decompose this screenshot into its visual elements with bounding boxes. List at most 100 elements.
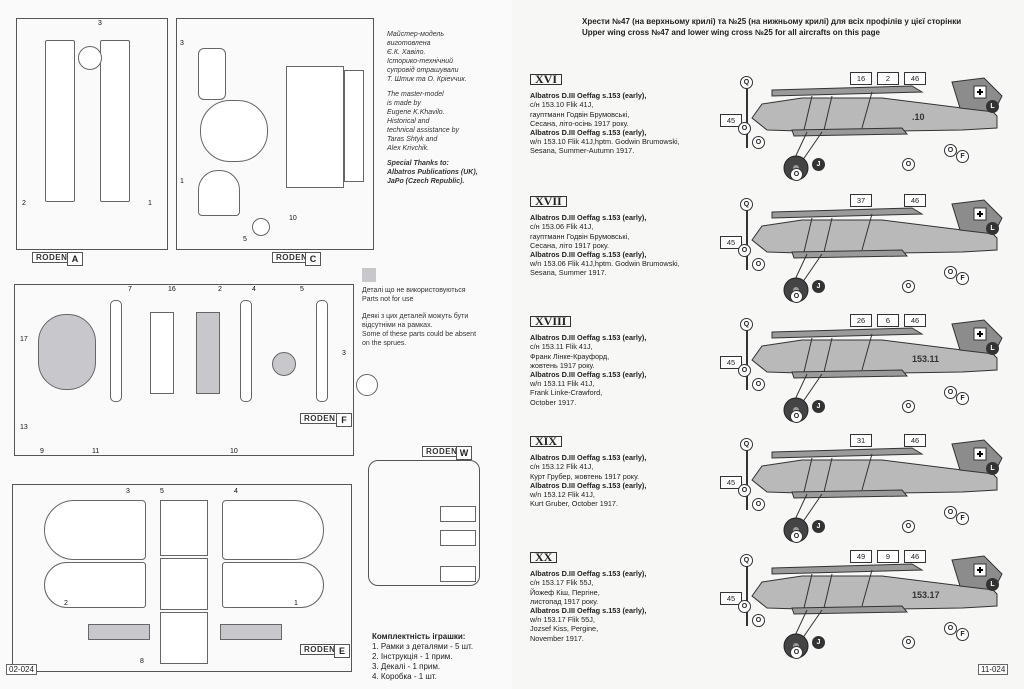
decal-number-tag: 46	[904, 550, 926, 563]
fuselage-part	[160, 500, 208, 556]
sprue-letter-c: C	[305, 252, 321, 266]
profile-text-line: Albatros D.III Oeffag s.153 (early),	[530, 91, 647, 101]
wing-part	[222, 562, 324, 608]
cross-header: Хрести №47 (на верхньому крилі) та №25 (…	[582, 17, 962, 37]
decal-callout: O	[738, 484, 751, 497]
aircraft-profile	[712, 310, 1012, 430]
propeller-part	[316, 300, 328, 402]
decal-callout: O	[790, 646, 803, 659]
decal-callout: F	[956, 392, 969, 405]
page-code-right: 11-024	[978, 664, 1009, 675]
profile-text-line: с/н 153.06 Flik 41J,	[530, 222, 594, 232]
profile-text-line: Сесана, літо-осінь 1917 року.	[530, 118, 629, 128]
decal-callout: O	[738, 122, 751, 135]
profile-text-line: Йожеф Кіш, Пергіне,	[530, 587, 600, 597]
profile-roman-numeral: XVII	[530, 195, 567, 208]
wheel-part	[440, 530, 476, 546]
frame-part	[286, 66, 344, 188]
decal-callout: J	[812, 400, 825, 413]
profile-text-line: с/н 153.11 Flik 41J,	[530, 342, 593, 352]
decal-callout: L	[986, 462, 999, 475]
decal-callout: Q	[740, 76, 753, 89]
profile-text-line: w/n 153.12 Flik 41J,	[530, 490, 595, 500]
decal-callout: O	[738, 600, 751, 613]
profile-text-line: Albatros D.III Oeffag s.153 (early),	[530, 569, 647, 579]
profile-text-line: Albatros D.III Oeffag s.153 (early),	[530, 213, 647, 223]
round-part	[78, 46, 102, 70]
page-code-left: 02-024	[6, 664, 37, 675]
fuselage-number: 153.11	[912, 354, 940, 364]
profile-text-line: Albatros D.III Oeffag s.153 (early),	[530, 128, 647, 138]
profile-text-line: Курт Грубер, жовтень 1917 року.	[530, 471, 640, 481]
decal-callout: J	[812, 636, 825, 649]
frame-part	[344, 70, 364, 182]
aircraft-profile	[712, 546, 1012, 666]
decal-callout: O	[752, 136, 765, 149]
profile-text-line: Сесана, літо 1917 року.	[530, 240, 609, 250]
right-page: Хрести №47 (на верхньому крилі) та №25 (…	[512, 0, 1024, 689]
sprue-letter-f: F	[336, 413, 352, 427]
decal-number-tag: 31	[850, 434, 872, 447]
profile-text-line: жовтень 1917 року.	[530, 360, 595, 370]
profile-text-line: w/n 153.10 Flik 41J,hptm. Godwin Brumows…	[530, 137, 680, 147]
credits-block: Майстер-модель виготовлена Є.К. Хавіло. …	[387, 31, 478, 185]
decal-callout: F	[956, 628, 969, 641]
profile-text-line: листопад 1917 року.	[530, 596, 599, 606]
decal-number-tag: 46	[904, 314, 926, 327]
decal-number-tag: 2	[877, 72, 899, 85]
profile-roman-numeral: XX	[530, 551, 558, 564]
propeller-part	[110, 300, 122, 402]
profile-text-line: w/n 153.11 Flik 41J,	[530, 379, 595, 389]
decal-callout: O	[752, 498, 765, 511]
decal-callout: O	[902, 280, 915, 293]
sprue-f-frame	[14, 284, 354, 456]
fuselage-part	[160, 558, 208, 610]
aileron-part	[220, 624, 282, 640]
decal-callout: O	[790, 168, 803, 181]
decal-callout: Q	[740, 318, 753, 331]
engine-part	[196, 312, 220, 394]
sprue-letter-w: W	[456, 446, 472, 460]
decal-number-tag: 9	[877, 550, 899, 563]
decal-number-tag: 46	[904, 72, 926, 85]
decal-number-tag: 37	[850, 194, 872, 207]
seat-part	[198, 48, 226, 100]
profile-text-line: October 1917.	[530, 397, 577, 407]
profile-roman-numeral: XIX	[530, 435, 563, 448]
profile-text-line: Albatros D.III Oeffag s.153 (early),	[530, 480, 647, 490]
roden-label-a: RODEN	[32, 252, 72, 263]
wheel-part	[440, 566, 476, 582]
decal-callout: O	[752, 614, 765, 627]
decal-callout: F	[956, 150, 969, 163]
aircraft-profile	[712, 68, 1012, 188]
decal-callout: O	[944, 144, 957, 157]
roden-label-f: RODEN	[300, 413, 340, 424]
decal-callout: J	[812, 520, 825, 533]
decal-callout: O	[752, 258, 765, 271]
decal-callout: O	[944, 622, 957, 635]
decal-number-tag: 46	[904, 434, 926, 447]
decal-number-tag: 45	[720, 592, 742, 605]
profile-text-line: Frank Linke-Crawford,	[530, 388, 603, 398]
profile-text-line: Albatros D.III Oeffag s.153 (early),	[530, 250, 647, 260]
decal-number-tag: 16	[850, 72, 872, 85]
aileron-part	[88, 624, 150, 640]
kit-contents: Комплектність іграшки: 1. Рамки з деталя…	[372, 632, 474, 681]
sprue-letter-e: E	[334, 644, 350, 658]
tail-part	[198, 170, 240, 216]
fuselage-number: 153.17	[912, 590, 940, 600]
wing-strut-part	[45, 40, 75, 202]
profile-text-line: Albatros D.III Oeffag s.153 (early),	[530, 370, 647, 380]
decal-number-tag: 26	[850, 314, 872, 327]
decal-callout: J	[812, 158, 825, 171]
aircraft-drawing	[746, 77, 1003, 181]
absent-parts-notice: Деякі з цих деталей можуть бути відсутні…	[362, 313, 477, 347]
profile-text-line: Франк Лінке-Крауфорд,	[530, 351, 610, 361]
decal-number-tag: 45	[720, 476, 742, 489]
decal-callout: O	[944, 506, 957, 519]
decal-callout: Q	[740, 438, 753, 451]
wing-strut-part	[100, 40, 130, 202]
